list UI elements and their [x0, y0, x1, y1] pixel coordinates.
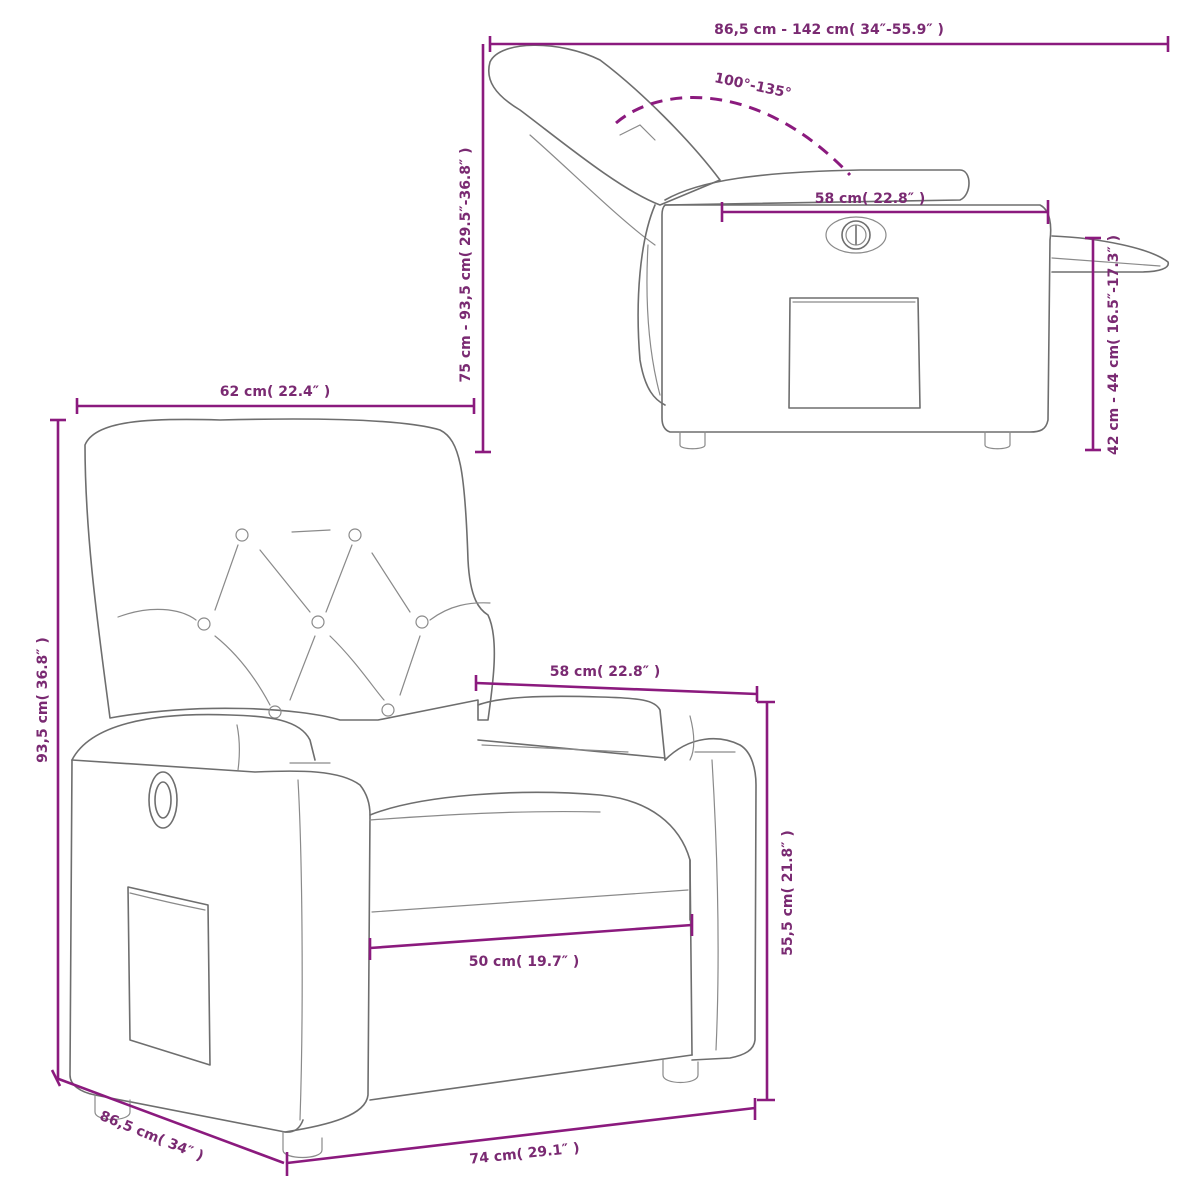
front-view-chair-drawing: [69, 418, 757, 1159]
total-length-label: 86,5 cm - 142 cm( 34″-55.9″ ): [714, 22, 944, 38]
tufting-buttons: [117, 528, 491, 719]
seat-width-label: 50 cm( 19.7″ ): [469, 954, 580, 970]
front-height-label: 93,5 cm( 36.8″ ): [35, 637, 51, 763]
arm-height-label: 55,5 cm( 21.8″ ): [780, 830, 796, 956]
side-view-chair-drawing: [488, 44, 1169, 450]
side-seat-depth-label: 58 cm( 22.8″ ): [815, 191, 926, 207]
backrest-width-label: 62 cm( 22.4″ ): [220, 384, 331, 400]
total-height-label: 75 cm - 93,5 cm( 29.5″-36.8″ ): [458, 147, 474, 382]
footrest-height-label: 42 cm - 44 cm( 16.5″-17.3″ ): [1106, 235, 1122, 455]
side-view-dimensions: 86,5 cm - 142 cm( 34″-55.9″ ) 100°-135° …: [458, 22, 1170, 455]
armrest-depth-label: 58 cm( 22.8″ ): [550, 664, 661, 680]
width-label: 74 cm( 29.1″ ): [469, 1140, 581, 1167]
recline-angle-label: 100°-135°: [713, 70, 793, 102]
depth-label: 86,5 cm( 34″ ): [97, 1108, 206, 1164]
